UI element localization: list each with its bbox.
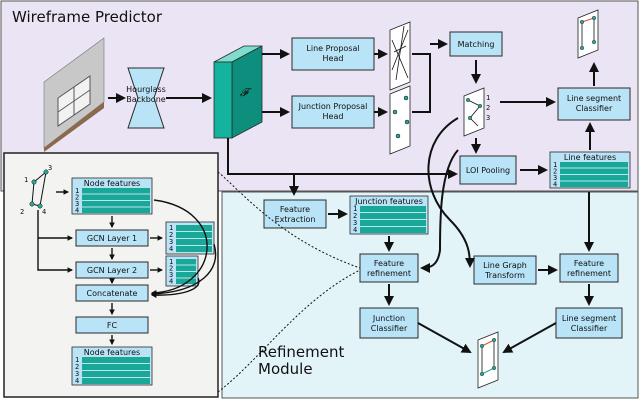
lsc-top-label-1: Line segment [567, 94, 621, 103]
nf-bot-row-3: 3 [75, 370, 79, 378]
junction-proposal-label-2: Head [323, 112, 344, 121]
output-wireframe-bottom [477, 331, 499, 389]
g2-row-3: 3 [169, 271, 173, 279]
fr-right-label-1: Feature [574, 259, 604, 268]
jc-label-2: Classifier [371, 324, 408, 333]
line-features-label: Line features [564, 153, 616, 162]
nf-bot-row-1: 1 [75, 356, 79, 364]
line-proposal-sketch [389, 21, 411, 91]
feature-extraction-label-1: Feature [280, 205, 310, 214]
nf-bot-row-4: 4 [75, 377, 79, 385]
junction-proposal-sketch [389, 85, 411, 155]
nf-top-row-2: 2 [75, 194, 79, 202]
line-proposal-head-box [291, 37, 375, 71]
junction-node-label-2: 2 [486, 104, 490, 112]
node-features-top-table [71, 177, 153, 215]
g1-row-4: 4 [169, 245, 173, 253]
graph-node-4: 4 [42, 208, 46, 216]
wireframe-predictor-title: Wireframe Predictor [12, 8, 163, 26]
matched-junctions-sketch [463, 87, 485, 137]
lsc-top-label-2: Classifier [576, 104, 613, 113]
jc-label-1: Junction [372, 314, 405, 323]
small-graph [29, 169, 49, 209]
lgt-label-2: Transform [484, 271, 525, 280]
hourglass-icon [127, 67, 165, 129]
feature-extraction-box [263, 199, 327, 229]
line-segment-classifier-bottom-box [555, 307, 623, 339]
graph-node-1: 1 [24, 176, 28, 184]
zoom-connector-bottom [217, 269, 361, 393]
node-features-top-label: Node features [84, 179, 140, 188]
line-proposal-label-1: Line Proposal [306, 44, 359, 53]
zoom-connector-top [217, 171, 361, 269]
nf-top-row-3: 3 [75, 200, 79, 208]
gcn1-output-table [165, 221, 215, 255]
concatenate-box [75, 284, 149, 302]
junc-feat-row-4: 4 [353, 226, 357, 234]
loi-pooling-box [459, 155, 517, 185]
matching-label: Matching [458, 40, 495, 49]
loi-pooling-label: LOI Pooling [466, 166, 510, 175]
junction-node-label-1: 1 [486, 94, 490, 102]
line-segment-classifier-top-box [557, 87, 631, 121]
graph-node-2: 2 [20, 208, 24, 216]
junction-features-table [349, 195, 429, 235]
line-feat-row-2: 2 [553, 168, 557, 176]
gcn2-label: GCN Layer 2 [87, 266, 137, 275]
g2-row-1: 1 [169, 258, 173, 266]
line-features-table [549, 151, 631, 189]
junction-node-label-3: 3 [486, 114, 490, 122]
fc-label: FC [107, 321, 118, 330]
line-feat-row-3: 3 [553, 174, 557, 182]
junc-feat-row-1: 1 [353, 205, 357, 213]
feature-extraction-label-2: Extraction [275, 215, 316, 224]
nf-bot-row-2: 2 [75, 363, 79, 371]
g1-row-1: 1 [169, 224, 173, 232]
fc-box [75, 316, 149, 334]
feature-map-icon [213, 45, 263, 139]
feature-refinement-right-box [559, 253, 619, 283]
lgt-label-1: Line Graph [483, 261, 527, 270]
matching-box [449, 31, 503, 57]
lsc-bottom-label-2: Classifier [571, 324, 608, 333]
nf-top-row-4: 4 [75, 207, 79, 215]
node-features-bottom-label: Node features [84, 348, 140, 357]
junc-feat-row-2: 2 [353, 212, 357, 220]
junction-classifier-box [359, 307, 419, 339]
flow-arrows [108, 39, 599, 353]
junction-features-label: Junction features [354, 197, 423, 206]
junc-feat-row-3: 3 [353, 219, 357, 227]
fr-right-label-2: refinement [567, 269, 611, 278]
g1-row-2: 2 [169, 231, 173, 239]
gcn-layer-1-box [75, 229, 149, 247]
refinement-title-line2: Module [258, 360, 313, 378]
fr-left-label-1: Feature [374, 259, 404, 268]
line-graph-transform-box [473, 255, 537, 285]
hourglass-label-1: Hourglass [126, 85, 166, 94]
line-feat-row-4: 4 [553, 181, 557, 189]
hourglass-label-2: Backbone [126, 95, 165, 104]
nf-top-row-1: 1 [75, 187, 79, 195]
input-image [43, 37, 105, 152]
graph-node-3: 3 [48, 164, 52, 172]
gcn2-output-table [165, 255, 199, 287]
node-features-bottom-table [71, 346, 153, 386]
output-wireframe-top [577, 9, 599, 59]
gcn-layer-2-box [75, 261, 149, 279]
lsc-bottom-label-1: Line segment [562, 314, 616, 323]
refinement-title-line1: Refinement [258, 343, 345, 361]
gcn1-label: GCN Layer 1 [87, 234, 137, 243]
concatenate-label: Concatenate [87, 289, 138, 298]
gnn-arrows [37, 189, 217, 346]
line-feat-row-1: 1 [553, 161, 557, 169]
junction-proposal-label-1: Junction Proposal [298, 102, 368, 111]
feature-refinement-left-box [359, 253, 419, 283]
g2-row-2: 2 [169, 265, 173, 273]
line-proposal-label-2: Head [323, 54, 344, 63]
fr-left-label-2: refinement [367, 269, 411, 278]
g2-row-4: 4 [169, 278, 173, 286]
g1-row-3: 3 [169, 238, 173, 246]
